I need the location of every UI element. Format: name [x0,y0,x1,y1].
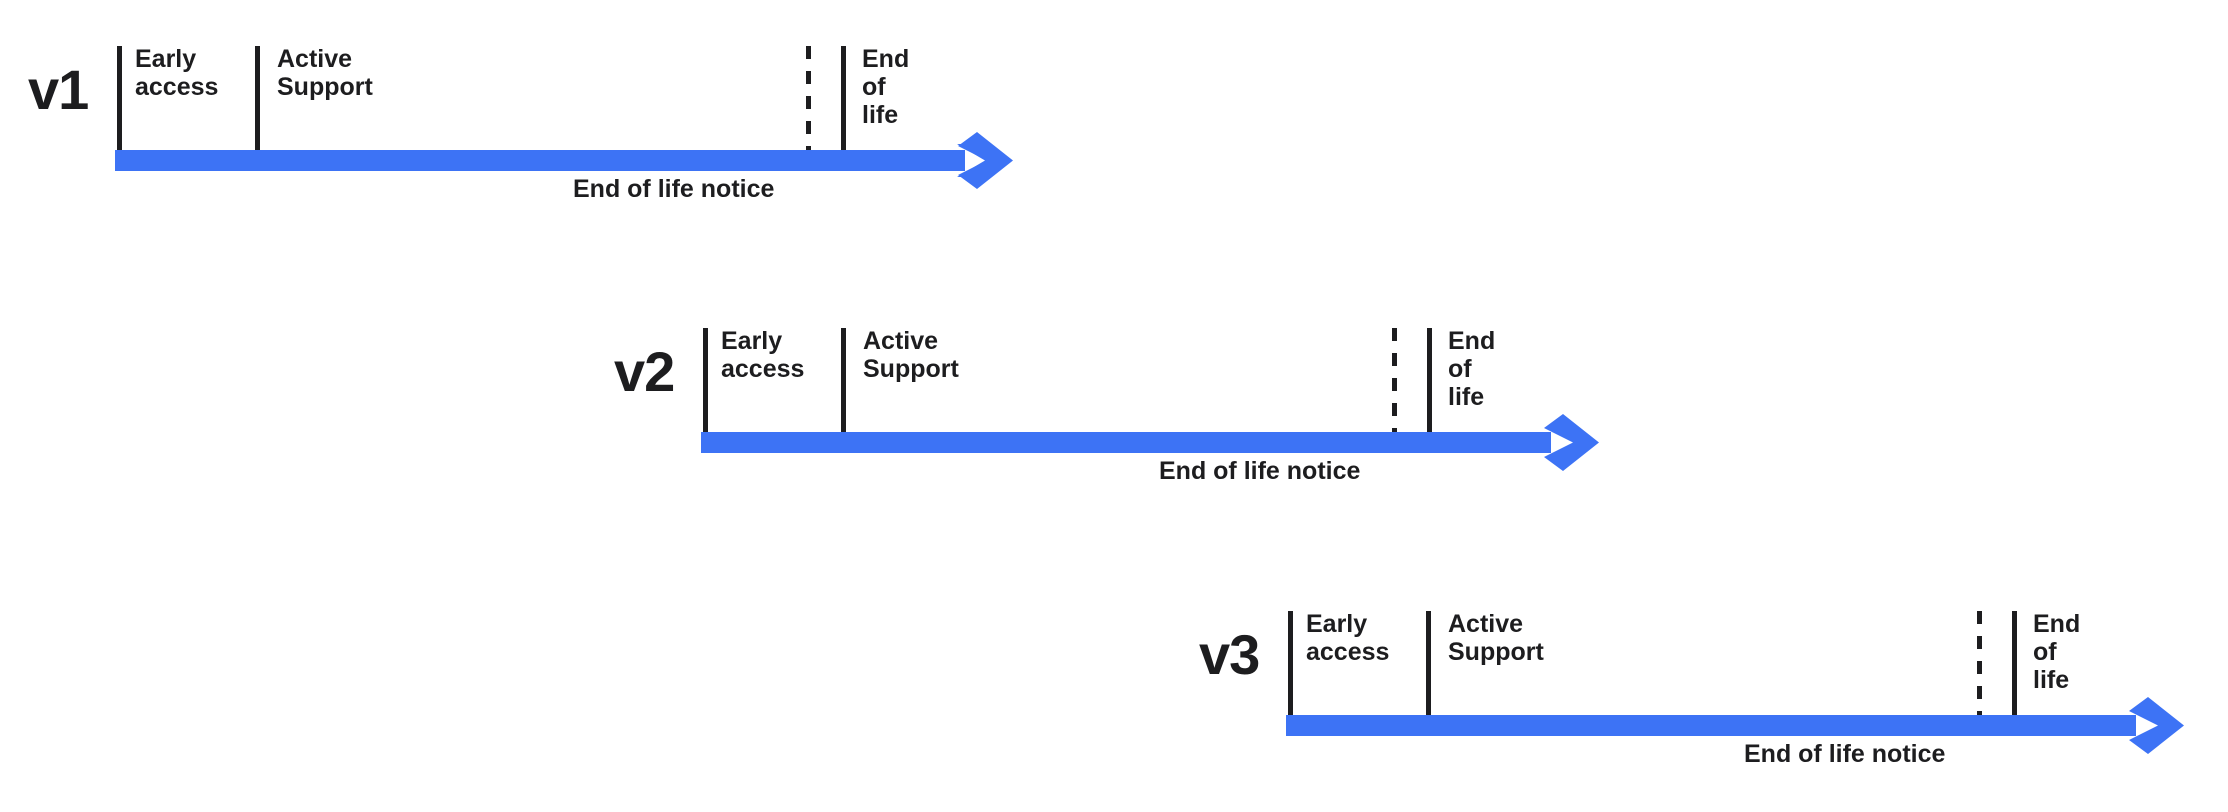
active-support-start-divider [841,328,846,432]
early-access-start-divider [117,46,122,150]
end-of-life-label: End of life [862,45,910,129]
end-of-life-label: End of life [1448,327,1496,411]
active-support-start-divider [1426,611,1431,715]
version-label-v2: v2 [614,340,675,403]
end-of-life-notice-label: End of life notice [573,175,775,203]
right-arrow-icon [701,414,1621,482]
end-of-life-divider [1427,328,1432,432]
end-of-life-divider [2012,611,2017,715]
end-of-life-divider [841,46,846,150]
end-of-life-notice-label: End of life notice [1744,740,1946,768]
active-support-label: Active Support [863,327,959,383]
early-access-start-divider [703,328,708,432]
end-of-life-label: End of life [2033,610,2081,694]
end-of-life-notice-divider [1392,328,1397,432]
early-access-label: Early access [135,45,219,101]
early-access-label: Early access [721,327,805,383]
right-arrow-icon [1286,697,2206,765]
end-of-life-notice-label: End of life notice [1159,457,1361,485]
active-support-start-divider [255,46,260,150]
active-support-label: Active Support [277,45,373,101]
end-of-life-notice-divider [1977,611,1982,715]
active-support-label: Active Support [1448,610,1544,666]
right-arrow-icon [115,132,1035,200]
end-of-life-notice-divider [806,46,811,150]
version-label-v1: v1 [28,58,89,121]
early-access-start-divider [1288,611,1293,715]
version-label-v3: v3 [1199,623,1260,686]
early-access-label: Early access [1306,610,1390,666]
